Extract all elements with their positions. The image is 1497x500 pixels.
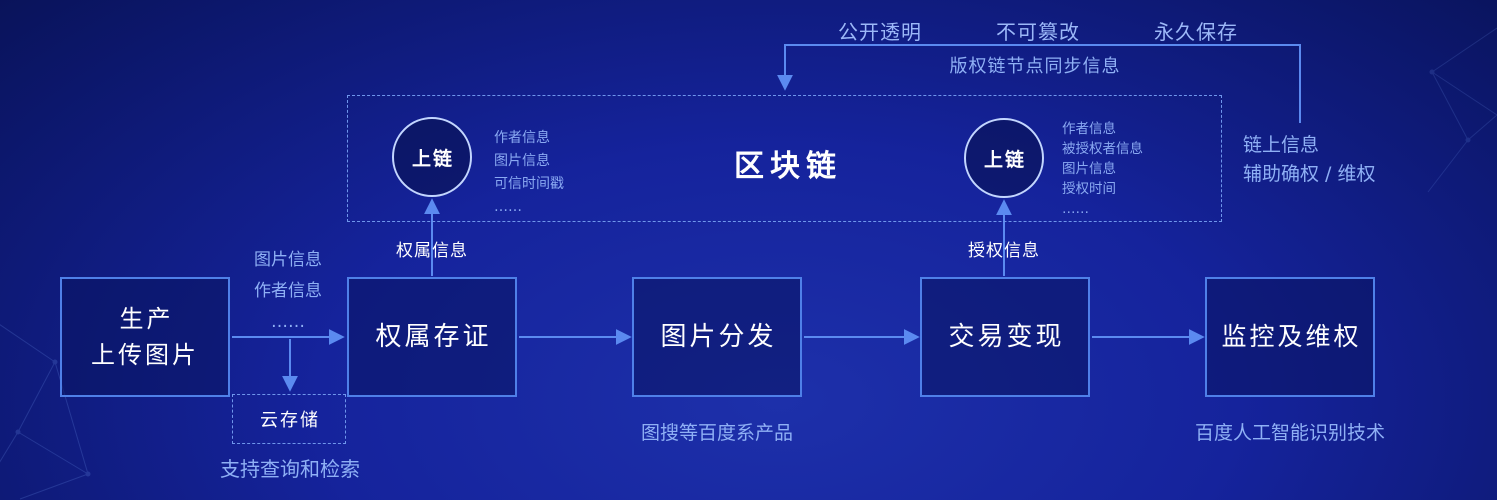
info-line: 作者信息	[1062, 121, 1116, 137]
feature-label-permanent: 永久保存	[1154, 20, 1238, 44]
feature-label-immutable: 不可篡改	[996, 20, 1080, 44]
info-line: 可信时间戳	[494, 176, 564, 192]
stage-box-transaction: 交易变现	[920, 277, 1090, 397]
chain-upload-node-2: 上链	[964, 118, 1044, 198]
transfer-notes: 图片信息 作者信息 ……	[235, 245, 341, 338]
cloud-storage-box: 云存储	[232, 394, 346, 444]
transfer-note-line: 作者信息	[254, 281, 322, 301]
info-line: ……	[494, 199, 522, 215]
transfer-note-line: 图片信息	[254, 250, 322, 270]
monitor-caption: 百度人工智能识别技术	[1194, 422, 1385, 444]
stage-box-image-distribution: 图片分发	[632, 277, 802, 397]
feature-label-transparent: 公开透明	[838, 20, 922, 44]
cloud-storage-label: 云存储	[260, 410, 320, 431]
info-line: ……	[1062, 201, 1089, 217]
ownership-info-label: 权属信息	[396, 241, 468, 261]
transfer-note-line: ……	[271, 312, 305, 332]
stage-box-produce-upload: 生产 上传图片	[60, 277, 230, 397]
info-line: 图片信息	[494, 153, 550, 169]
stage-box-monitor-rights: 监控及维权	[1205, 277, 1375, 397]
cloud-storage-caption: 支持查询和检索	[220, 457, 360, 481]
info-line: 授权时间	[1062, 181, 1116, 197]
info-line: 被授权者信息	[1062, 141, 1143, 157]
info-line: 图片信息	[1062, 161, 1116, 177]
blockchain-title: 区块链	[734, 149, 842, 184]
stage-box-ownership-certify: 权属存证	[347, 277, 517, 397]
chain-node-label: 上链	[983, 148, 1026, 171]
chain-node-label: 上链	[411, 147, 454, 170]
blockchain-dashed-box	[347, 95, 1222, 222]
chain-upload-node-1: 上链	[392, 117, 472, 197]
distribution-caption: 图搜等百度系产品	[640, 422, 793, 444]
chain-node-info-2: 作者信息 被授权者信息 图片信息 授权时间 ……	[1062, 119, 1143, 219]
chain-node-info-1: 作者信息 图片信息 可信时间戳 ……	[494, 127, 564, 219]
onchain-note: 链上信息 辅助确权 / 维权	[1243, 131, 1375, 189]
top-feature-labels: 公开透明 不可篡改 永久保存	[838, 16, 1238, 45]
onchain-note-line1: 链上信息	[1243, 134, 1320, 156]
authorization-info-label: 授权信息	[968, 241, 1040, 261]
constellation-right-icon	[1427, 27, 1497, 193]
onchain-note-line2: 辅助确权 / 维权	[1243, 163, 1376, 185]
sync-info-label: 版权链节点同步信息	[949, 56, 1121, 77]
info-line: 作者信息	[494, 130, 550, 146]
